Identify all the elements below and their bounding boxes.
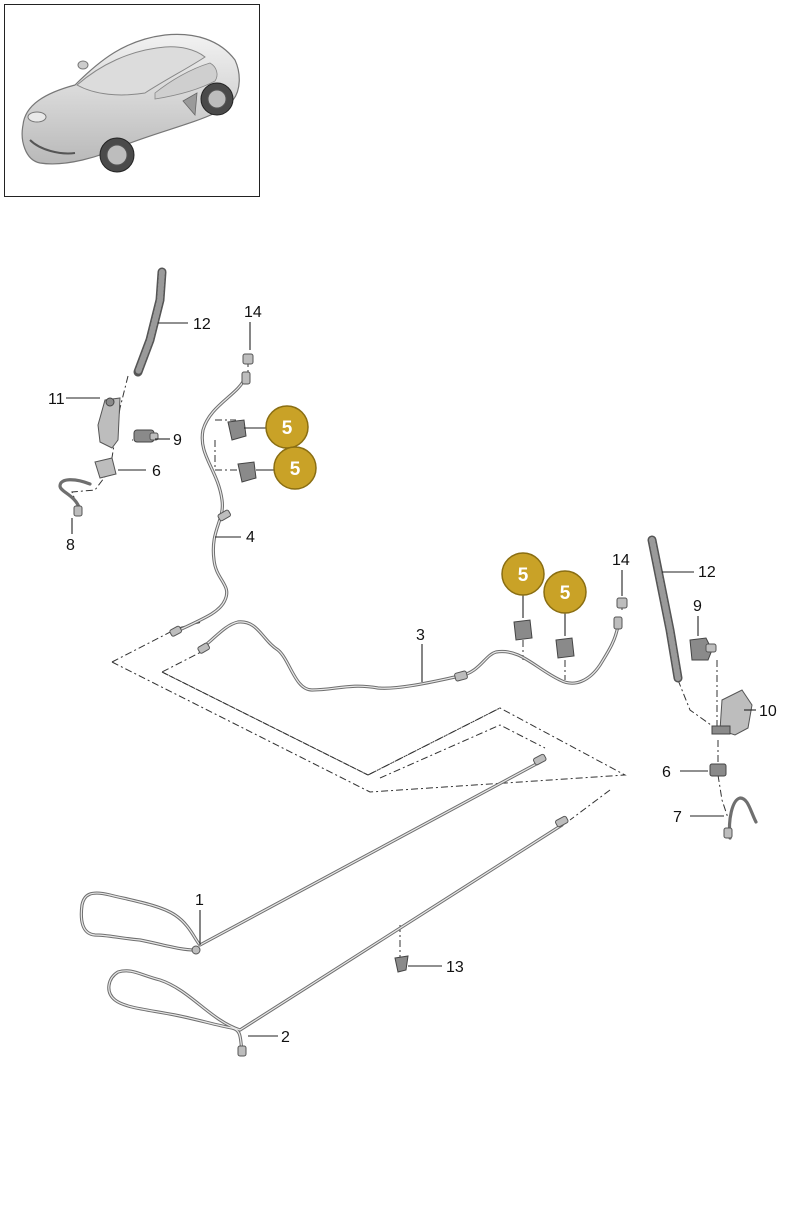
brake-hose-12-left	[133, 267, 167, 377]
svg-text:5: 5	[518, 565, 529, 586]
car-icon	[21, 33, 240, 173]
svg-text:5: 5	[290, 459, 301, 480]
callout-12-right: 12	[698, 564, 716, 581]
callout-1: 1	[195, 892, 204, 909]
callout-10: 10	[759, 703, 777, 720]
callout-11: 11	[48, 391, 65, 408]
leader-lines	[66, 322, 756, 1037]
brake-line-2	[107, 815, 569, 1057]
svg-text:5: 5	[282, 418, 293, 439]
badge-5-right-b[interactable]: 5	[543, 570, 587, 614]
grommet-14-left	[242, 353, 254, 365]
callout-3: 3	[416, 627, 425, 644]
brake-line-8	[58, 478, 92, 517]
callout-6-left: 6	[152, 463, 161, 480]
holder-5-top-b	[237, 461, 257, 483]
bracket-10	[711, 689, 753, 736]
badge-5-right-a[interactable]: 5	[501, 552, 545, 596]
callout-13: 13	[446, 959, 464, 976]
bleeder-screw-9-left	[133, 429, 159, 443]
assembly-boundary-lines	[71, 360, 745, 958]
callout-14-left: 14	[244, 304, 262, 321]
callout-9-left: 9	[173, 432, 182, 449]
callout-6-right: 6	[662, 764, 671, 781]
brake-line-3	[197, 616, 623, 692]
clip-13	[394, 955, 409, 973]
clip-6-right	[709, 763, 727, 777]
callout-8: 8	[66, 537, 75, 554]
holder-5-top-a	[227, 419, 247, 441]
callout-9-right: 9	[693, 598, 702, 615]
bracket-11	[97, 397, 121, 449]
clip-6-left	[94, 457, 117, 479]
callout-7: 7	[673, 809, 682, 826]
grommet-14-right	[616, 597, 628, 609]
callout-4: 4	[246, 529, 255, 546]
callout-2: 2	[281, 1029, 290, 1046]
callout-14-right: 14	[612, 552, 630, 569]
vehicle-thumbnail-frame	[4, 4, 260, 197]
badge-5-top-b[interactable]: 5	[273, 446, 317, 490]
brake-line-7	[723, 796, 758, 840]
brake-line-1	[79, 753, 547, 955]
svg-text:5: 5	[560, 583, 571, 604]
badge-5-top-a[interactable]: 5	[265, 405, 309, 449]
brake-line-4	[169, 371, 251, 637]
brake-hose-12-right	[647, 535, 683, 683]
holder-5-right-a	[513, 619, 533, 641]
holder-5-right-b	[555, 637, 575, 659]
bleeder-screw-9-right	[689, 637, 717, 661]
callout-12-left: 12	[193, 316, 211, 333]
